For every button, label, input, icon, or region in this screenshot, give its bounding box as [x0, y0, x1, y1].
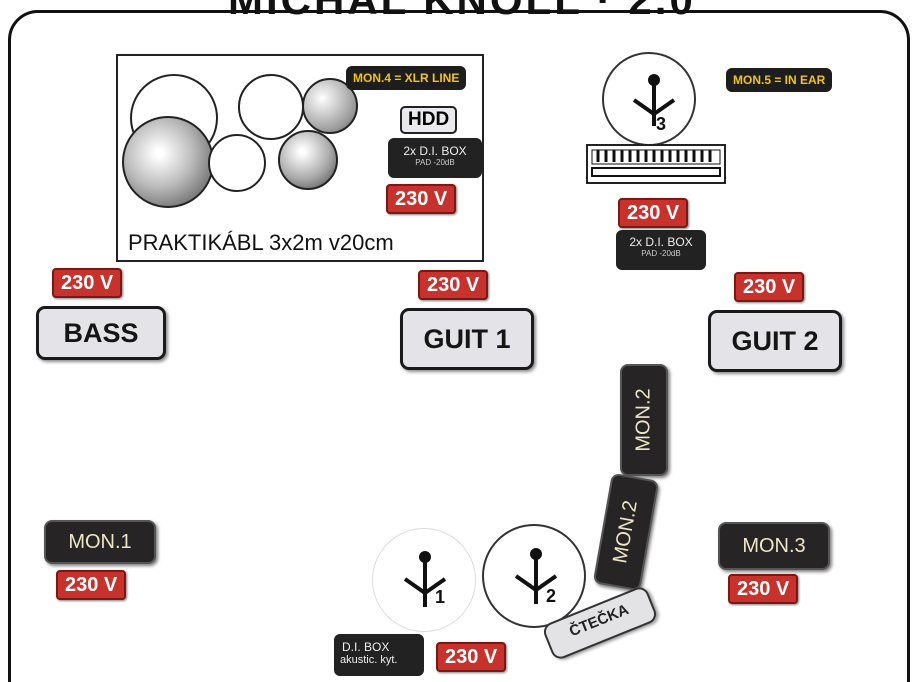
mon4-tag: MON.4 = XLR LINE — [346, 66, 467, 90]
monitor-2-upper: MON.2 — [620, 364, 668, 476]
keys-di-box: 2x D.I. BOX PAD -20dB — [616, 230, 706, 270]
guit2-power: 230 V — [734, 272, 805, 302]
drum-tom — [208, 134, 266, 192]
microphone-icon — [632, 74, 676, 126]
di-box-pad: PAD -20dB — [415, 158, 455, 167]
mic-number: 2 — [546, 586, 557, 606]
monitor-label: MON.2 — [609, 498, 642, 566]
keyboard — [586, 144, 726, 184]
microphone-icon — [403, 551, 447, 607]
mic-number: 3 — [656, 114, 667, 134]
drum-cymbal — [278, 130, 338, 190]
drum-floor-tom — [122, 116, 214, 208]
di-box-note: akustic. kyt. — [340, 654, 398, 666]
di-box-pad: PAD -20dB — [641, 249, 681, 258]
di-box-label: D.I. BOX — [342, 640, 390, 654]
vocal-mic-2: 2 — [482, 524, 586, 628]
mon5-tag: MON.5 = IN EAR — [726, 68, 833, 92]
riser-label: PRAKTIKÁBL 3x2m v20cm — [128, 230, 394, 255]
riser-di-box: 2x D.I. BOX PAD -20dB — [388, 138, 482, 178]
hdd-label: HDD — [400, 106, 458, 134]
riser-power: 230 V — [386, 184, 457, 214]
mic-number: 1 — [435, 587, 446, 607]
microphone-icon — [514, 548, 558, 604]
monitor-1: MON.1 — [44, 520, 156, 564]
monitor-label: MON.2 — [632, 388, 655, 452]
vocal-mic-3: 3 — [602, 52, 696, 146]
keys-power: 230 V — [618, 198, 689, 228]
bass-amp: BASS — [36, 306, 166, 360]
drum-cymbal — [238, 74, 304, 140]
di-box-label: 2x D.I. BOX — [629, 235, 693, 249]
bass-power: 230 V — [52, 268, 123, 298]
di-box-label: 2x D.I. BOX — [403, 144, 467, 158]
monitor-3: MON.3 — [718, 522, 830, 570]
vocal-mic-1: 1 — [372, 528, 476, 632]
mon1-power: 230 V — [56, 570, 127, 600]
mon3-power: 230 V — [728, 574, 799, 604]
keyboard-icon — [591, 149, 721, 177]
guit1-power: 230 V — [418, 270, 489, 300]
page-title: MICHAL KNOLL · 2.0 — [228, 0, 696, 24]
front-power: 230 V — [436, 642, 507, 672]
guit1-amp: GUIT 1 — [400, 308, 534, 370]
drum-riser: MON.4 = XLR LINE HDD 2x D.I. BOX PAD -20… — [116, 54, 484, 262]
stage-outline — [8, 10, 910, 682]
acoustic-di-box: D.I. BOX akustic. kyt. — [334, 634, 424, 676]
guit2-amp: GUIT 2 — [708, 310, 842, 372]
